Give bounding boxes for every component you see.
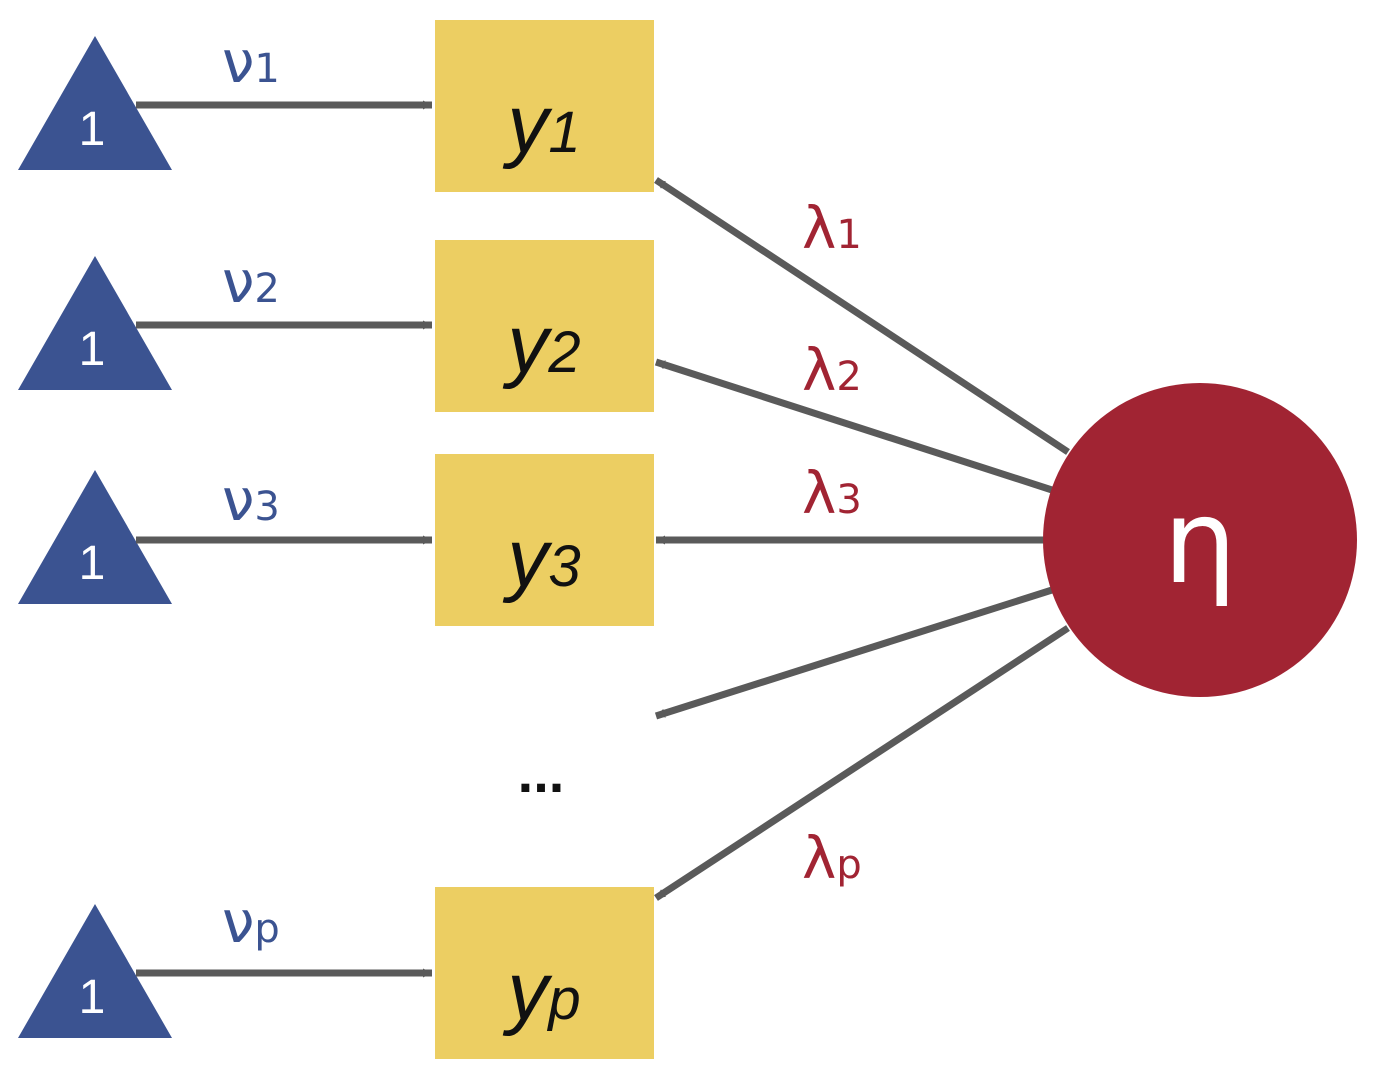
loading-arrow-ellipsis	[654, 586, 1054, 720]
intercept-label-p: νp	[222, 888, 280, 956]
ellipsis: ...	[518, 741, 565, 804]
indicator-label-1: y1	[502, 79, 580, 170]
loading-arrow-2	[654, 358, 1054, 494]
indicator-box-1: y1	[435, 20, 654, 192]
loading-label-p: λp	[802, 824, 862, 892]
indicator-label-3: y3	[502, 513, 580, 604]
indicator-box-3: y3	[435, 454, 654, 626]
constant-triangle-1: 1	[18, 36, 172, 170]
constant-triangle-2: 1	[18, 256, 172, 390]
constant-label-3: 1	[79, 537, 106, 590]
latent-variable-label: η	[1163, 475, 1237, 610]
constant-label-1: 1	[79, 103, 106, 156]
constant-label-2: 1	[79, 323, 106, 376]
constant-triangle-3: 1	[18, 470, 172, 604]
constant-triangle-p: 1	[18, 904, 172, 1038]
constant-label-p: 1	[79, 971, 106, 1024]
loading-arrow-1	[654, 177, 1070, 455]
indicator-label-p: yp	[502, 946, 580, 1037]
indicator-box-2: y2	[435, 240, 654, 412]
intercept-label-1: ν1	[222, 28, 280, 96]
loading-label-3: λ3	[802, 459, 862, 527]
indicator-label-2: y2	[502, 299, 580, 390]
indicator-box-p: yp	[435, 887, 654, 1059]
loading-label-1: λ1	[802, 194, 862, 262]
latent-variable-circle: η	[1043, 383, 1357, 697]
loading-arrow-p	[654, 625, 1070, 901]
loading-label-2: λ2	[802, 336, 862, 404]
intercept-label-3: ν3	[222, 466, 280, 534]
intercept-label-2: ν2	[222, 248, 280, 316]
